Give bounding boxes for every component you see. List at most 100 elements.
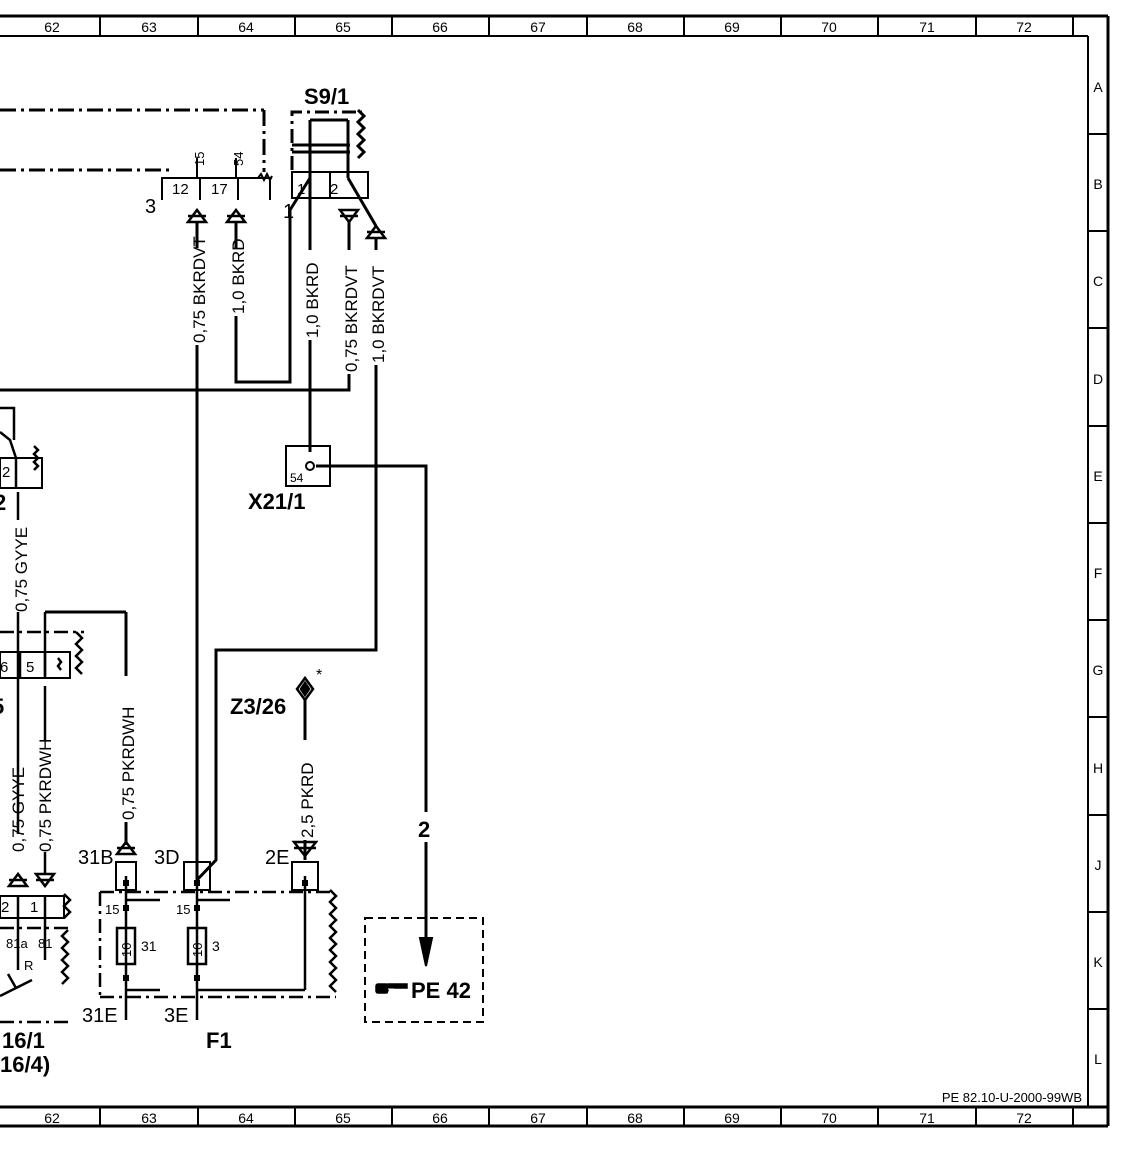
f1-2e-label: 2E [265,847,289,869]
row-label: K [1093,954,1103,970]
column-label: 68 [627,1110,643,1126]
row-label: F [1094,565,1103,581]
wire-label: 1,0 BKRDVT [369,266,388,363]
wire-lines [0,177,428,940]
row-label: L [1094,1051,1102,1067]
column-label: 63 [141,1110,157,1126]
column-label: 67 [530,19,546,35]
row-label: J [1095,857,1102,873]
wire-label: 0,75 BKRDVT [190,236,209,343]
k-81a-label: 81a [6,936,28,951]
f1-terminal-dots [123,880,308,981]
column-label: 66 [432,1110,448,1126]
s9-1-label: S9/1 [304,84,349,109]
row-label: E [1093,468,1102,484]
column-label: 66 [432,19,448,35]
g-pin5-label: 5 [26,659,34,676]
connector-31b [114,839,319,859]
sheet-frame [0,14,1110,1128]
wire-label: 0,75 PKRDWH [36,739,55,852]
f1-3d-label: 3D [154,847,180,869]
s9-pin2-label: 2 [330,181,338,198]
z3-26-splice [295,675,315,703]
column-label: 71 [919,1110,935,1126]
k-r-label: R [24,958,33,973]
z3-26-note: * [316,667,322,684]
row-label: C [1093,273,1103,289]
pointing-hand-icon [375,983,408,994]
partial-label-top-left: 2 [0,490,6,515]
column-dividers [99,16,1074,1126]
wire-label: 1,0 BKRD [303,262,322,338]
s9-1-switch [290,108,369,199]
reference-arrowhead [418,937,434,967]
column-label: 72 [1016,19,1032,35]
row-label: G [1093,662,1104,678]
x21-1-connector [285,445,331,487]
wire-label: 0,75 PKRDWH [119,707,138,820]
f1-15b-label: 15 [176,902,190,917]
column-label: 69 [724,19,740,35]
column-label: 62 [44,19,60,35]
column-label: 71 [919,19,935,35]
pin-17-label: 17 [211,181,228,198]
reference-box [364,917,484,1023]
pin-12-label: 12 [172,181,189,198]
column-label: 72 [1016,1110,1032,1126]
column-label: 69 [724,1110,740,1126]
column-label: 63 [141,19,157,35]
row-label: H [1093,760,1103,776]
document-id: PE 82.10-U-2000-99WB [942,1090,1082,1105]
component-16-4-label: 16/4) [0,1052,50,1077]
f1-15a-label: 15 [105,902,119,917]
wire-label: 0,75 GYYE [12,527,31,612]
j-pin2-label: 2 [1,899,9,916]
row-label: D [1093,371,1103,387]
row-label: A [1093,79,1103,95]
reference-target[interactable]: PE 42 [411,978,471,1003]
control-unit-top-partial [0,108,266,172]
connector-3-block [161,158,273,200]
fuse-3-label: 3 [212,938,220,954]
partial-component-16-1 [0,852,72,1024]
row-dividers [1088,133,1108,1010]
pin-54-label: 54 [231,152,246,166]
column-label: 62 [44,1110,60,1126]
pin-15-label: 15 [192,152,207,166]
column-label: 64 [238,19,254,35]
component-16-1-label: 16/1 [2,1028,45,1053]
f1-31e-label: 31E [82,1005,118,1027]
wire-label: 1,0 BKRD [229,238,248,314]
fuse-rating-label: 10 [119,943,134,957]
f1-3e-label: 3E [164,1005,188,1027]
k-81-label: 81 [38,936,52,951]
reference-arrow-number: 2 [418,817,430,842]
g-pin6-label: 6 [0,659,8,676]
wire-label: 0,75 BKRDVT [342,265,361,372]
x21-1-label: X21/1 [248,489,306,514]
f1-31b-label: 31B [78,847,114,869]
column-label: 64 [238,1110,254,1126]
column-label: 65 [335,1110,351,1126]
column-label: 70 [821,19,837,35]
partial-label-mid-left: 5 [0,694,4,719]
column-label: 65 [335,19,351,35]
column-label: 70 [821,1110,837,1126]
fuse-31-label: 31 [141,938,157,954]
partial-component-e [0,406,43,520]
wire-label: 2,5 PKRD [298,762,317,838]
j-pin1-label: 1 [30,899,38,916]
connector-3-label: 3 [145,196,156,218]
column-label: 67 [530,1110,546,1126]
column-label: 68 [627,19,643,35]
f1-fuse-box [98,861,338,1020]
f1-label: F1 [206,1028,232,1053]
z3-26-label: Z3/26 [230,694,286,719]
fuse-rating-label: 10 [190,943,205,957]
row-label: B [1093,176,1102,192]
left-pin2-label: 2 [2,464,10,481]
x21-pin54-label: 54 [290,471,304,485]
partial-component-g [0,612,84,834]
